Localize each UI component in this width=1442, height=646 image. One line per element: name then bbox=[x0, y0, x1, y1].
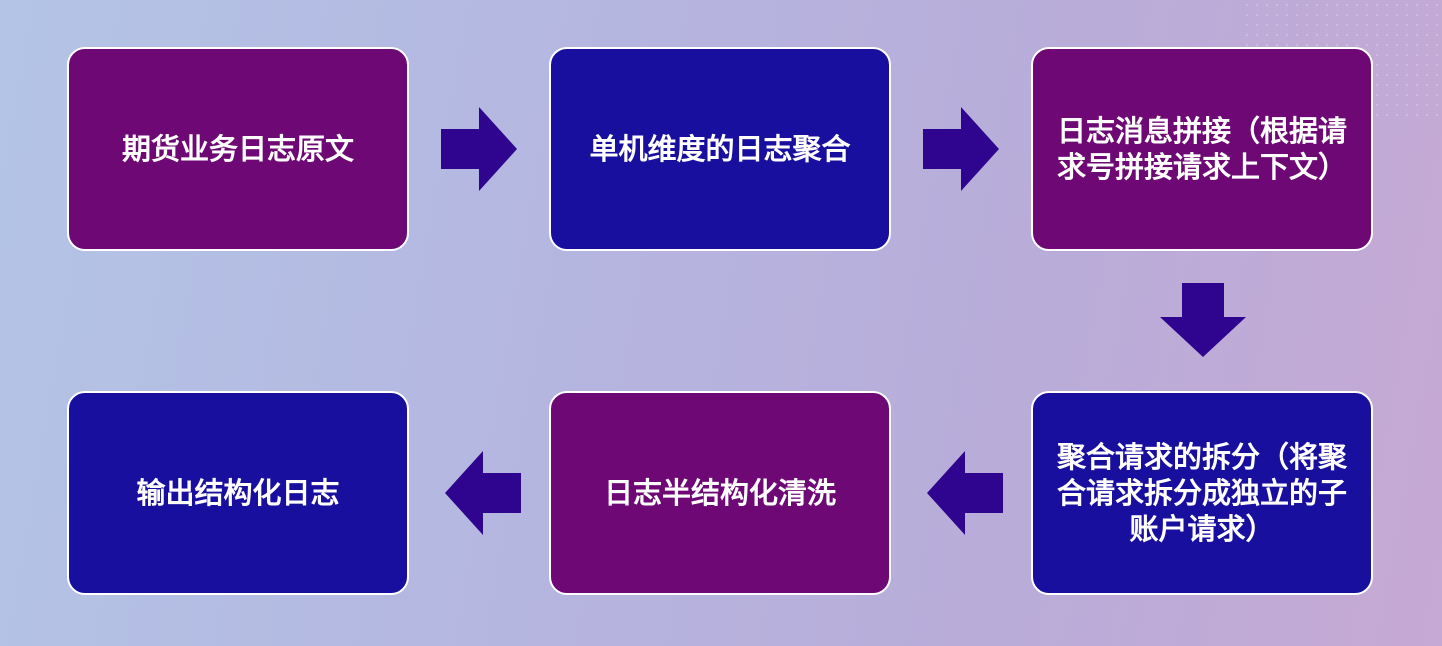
step-1-box: 期货业务日志原文 bbox=[67, 47, 409, 251]
arrow-down-icon bbox=[1160, 283, 1246, 357]
step-1-label: 期货业务日志原文 bbox=[121, 132, 354, 166]
step-5-label: 日志半结构化清洗 bbox=[603, 476, 836, 510]
step-6-label: 输出结构化日志 bbox=[136, 476, 340, 510]
step-5-box: 日志半结构化清洗 bbox=[549, 391, 891, 595]
arrow-left-icon bbox=[445, 451, 521, 535]
step-2-box: 单机维度的日志聚合 bbox=[549, 47, 891, 251]
arrow-right-icon bbox=[923, 107, 999, 191]
step-4-box: 聚合请求的拆分（将聚合请求拆分成独立的子账户请求） bbox=[1031, 391, 1373, 595]
step-3-label: 日志消息拼接（根据请求号拼接请求上下文） bbox=[1057, 114, 1348, 184]
step-3-box: 日志消息拼接（根据请求号拼接请求上下文） bbox=[1031, 47, 1373, 251]
arrow-right-icon bbox=[441, 107, 517, 191]
step-6-box: 输出结构化日志 bbox=[67, 391, 409, 595]
arrow-left-icon bbox=[927, 451, 1003, 535]
step-4-label: 聚合请求的拆分（将聚合请求拆分成独立的子账户请求） bbox=[1057, 440, 1348, 546]
step-2-label: 单机维度的日志聚合 bbox=[589, 132, 851, 166]
